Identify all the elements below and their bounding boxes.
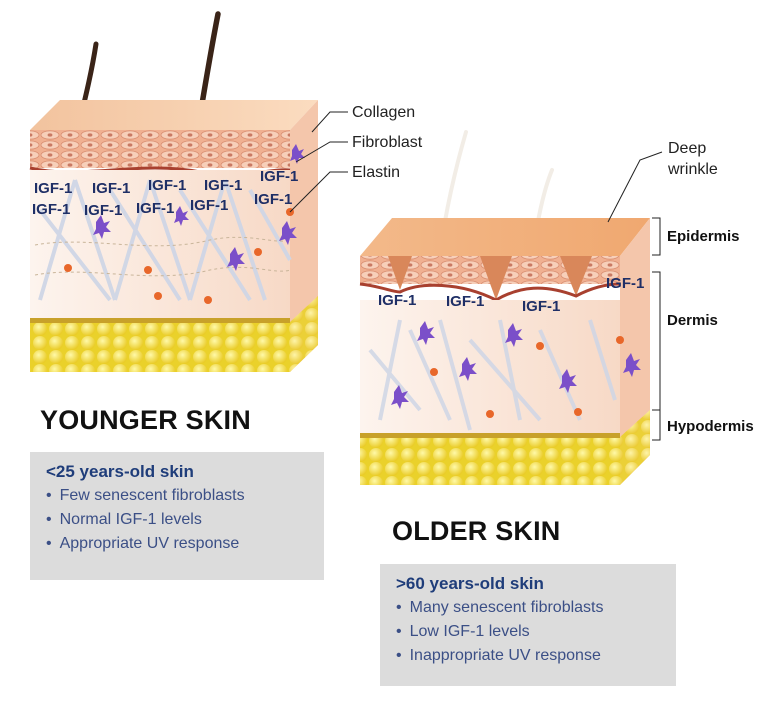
- label-fibroblast: Fibroblast: [352, 134, 423, 151]
- layer-names: Epidermis Dermis Hypodermis: [667, 228, 754, 435]
- label-hypodermis: Hypodermis: [667, 418, 754, 435]
- older-box-heading: >60 years-old skin: [396, 574, 662, 594]
- svg-text:IGF-1: IGF-1: [136, 200, 174, 217]
- older-skin-title: OLDER SKIN: [392, 516, 561, 547]
- younger-info-box: <25 years-old skin Few senescent fibrobl…: [30, 452, 324, 580]
- label-collagen: Collagen: [352, 104, 415, 121]
- svg-text:IGF-1: IGF-1: [446, 293, 484, 310]
- younger-top-surface: [30, 100, 318, 130]
- label-epidermis: Epidermis: [667, 228, 740, 245]
- list-item: Normal IGF-1 levels: [46, 508, 310, 532]
- younger-box-heading: <25 years-old skin: [46, 462, 310, 482]
- older-info-box: >60 years-old skin Many senescent fibrob…: [380, 564, 676, 686]
- older-hypodermis: [360, 437, 620, 485]
- older-skin-block: IGF-1 IGF-1 IGF-1 IGF-1: [360, 132, 650, 485]
- svg-text:IGF-1: IGF-1: [34, 180, 72, 197]
- svg-text:IGF-1: IGF-1: [254, 191, 292, 208]
- younger-epidermis: [30, 130, 290, 168]
- svg-text:IGF-1: IGF-1: [92, 180, 130, 197]
- svg-text:IGF-1: IGF-1: [190, 197, 228, 214]
- callout-text: Collagen Fibroblast Elastin Deep wrinkle: [352, 104, 718, 181]
- list-item: Low IGF-1 levels: [396, 620, 662, 644]
- older-top-surface: [360, 218, 650, 256]
- svg-text:IGF-1: IGF-1: [378, 292, 416, 309]
- svg-text:IGF-1: IGF-1: [32, 201, 70, 218]
- younger-skin-title: YOUNGER SKIN: [40, 405, 251, 436]
- svg-text:IGF-1: IGF-1: [204, 177, 242, 194]
- younger-hypodermis: [30, 322, 290, 372]
- younger-skin-block: IGF-1 IGF-1 IGF-1 IGF-1 IGF-1 IGF-1 IGF-…: [30, 14, 318, 372]
- list-item: Many senescent fibroblasts: [396, 596, 662, 620]
- older-bullet-list: Many senescent fibroblasts Low IGF-1 lev…: [396, 596, 662, 668]
- label-deep-wrinkle-2: wrinkle: [667, 161, 718, 178]
- svg-text:IGF-1: IGF-1: [522, 298, 560, 315]
- list-item: Inappropriate UV response: [396, 644, 662, 668]
- svg-text:IGF-1: IGF-1: [606, 275, 644, 292]
- svg-text:IGF-1: IGF-1: [148, 177, 186, 194]
- svg-text:IGF-1: IGF-1: [260, 168, 298, 185]
- label-deep-wrinkle-1: Deep: [668, 140, 706, 157]
- list-item: Few senescent fibroblasts: [46, 484, 310, 508]
- list-item: Appropriate UV response: [46, 532, 310, 556]
- svg-text:IGF-1: IGF-1: [84, 202, 122, 219]
- label-dermis: Dermis: [667, 312, 718, 329]
- label-elastin: Elastin: [352, 164, 400, 181]
- younger-bullet-list: Few senescent fibroblasts Normal IGF-1 l…: [46, 484, 310, 556]
